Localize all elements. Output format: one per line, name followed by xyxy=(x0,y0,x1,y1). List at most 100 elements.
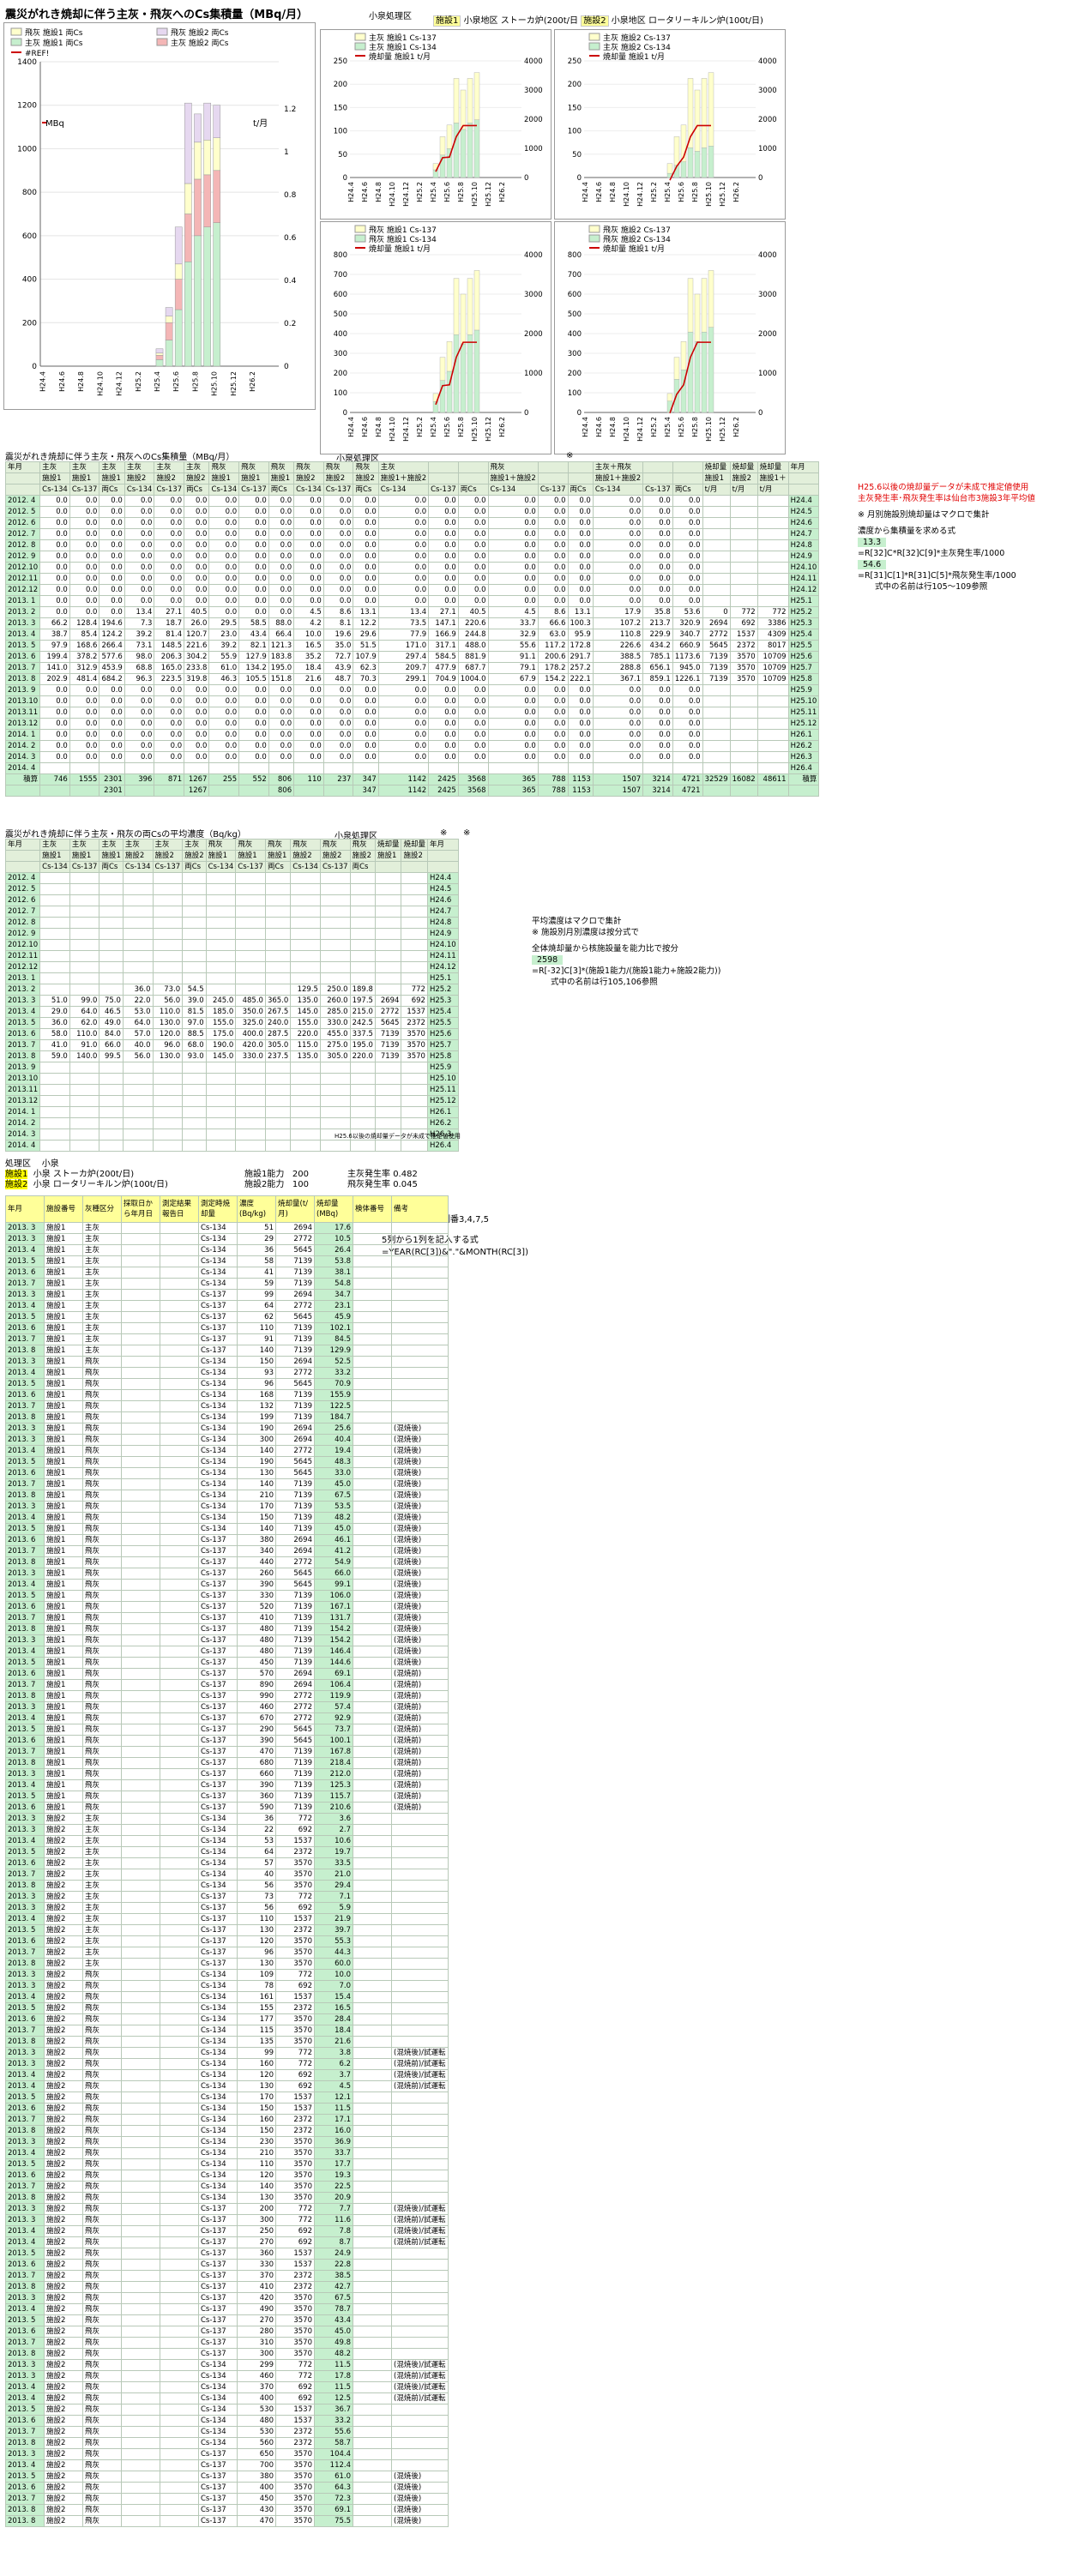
table-cell[interactable]: 0.0 xyxy=(184,584,210,596)
table-cell[interactable]: 0.0 xyxy=(487,684,539,696)
table-cell[interactable]: 0.0 xyxy=(208,495,240,507)
table-cell[interactable]: (混焼後) xyxy=(391,1590,449,1602)
table-cell[interactable] xyxy=(122,1062,154,1074)
header-cell[interactable]: Cs-137 xyxy=(537,484,569,496)
table-cell[interactable]: 155.0 xyxy=(290,1017,321,1029)
table-cell[interactable]: (混焼前) xyxy=(391,1701,449,1713)
table-cell[interactable]: 570 xyxy=(237,1668,276,1680)
table-cell[interactable]: 480 xyxy=(237,1623,276,1635)
table-cell[interactable] xyxy=(99,939,124,951)
table-cell[interactable] xyxy=(349,1106,376,1118)
table-cell[interactable]: 飛灰 xyxy=(82,1568,122,1580)
table-cell[interactable]: 0.0 xyxy=(537,707,569,719)
table-cell[interactable] xyxy=(121,1501,160,1513)
table-cell[interactable] xyxy=(39,1073,70,1085)
table-cell[interactable]: 104.4 xyxy=(314,2448,353,2460)
table-cell[interactable]: 130.0 xyxy=(152,1017,184,1029)
header-cell[interactable]: 焼却量 xyxy=(756,461,789,473)
header-cell[interactable]: 主灰 xyxy=(69,839,100,851)
table-cell[interactable]: Cs-137 xyxy=(198,1612,238,1624)
table-cell[interactable]: Cs-134 xyxy=(198,1991,238,2003)
table-cell[interactable] xyxy=(160,2471,199,2483)
table-cell[interactable] xyxy=(756,595,789,607)
table-cell[interactable]: 0.0 xyxy=(457,718,489,730)
table-cell[interactable] xyxy=(702,695,731,707)
table-cell[interactable]: 78 xyxy=(237,1980,276,1992)
table-cell[interactable]: 2372 xyxy=(275,2426,315,2438)
table-cell[interactable] xyxy=(121,1913,160,1925)
table-cell[interactable]: 施設2 xyxy=(44,2170,83,2182)
table-cell[interactable]: 飛灰 xyxy=(82,2259,122,2271)
table-cell[interactable]: 2013. 6 xyxy=(5,1668,45,1680)
total-cell[interactable]: 積算 xyxy=(787,773,820,785)
table-cell[interactable]: 飛灰 xyxy=(82,1590,122,1602)
table-cell[interactable]: (混焼後) xyxy=(391,1601,449,1613)
header-cell[interactable] xyxy=(642,461,673,473)
header-cell[interactable] xyxy=(642,472,673,485)
header-cell[interactable]: 施設1 xyxy=(69,850,100,862)
table-cell[interactable]: 16.5 xyxy=(314,2002,353,2014)
table-cell[interactable] xyxy=(264,894,292,906)
table-cell[interactable] xyxy=(264,939,292,951)
table-cell[interactable]: 380 xyxy=(237,2471,276,2483)
table-cell[interactable]: (混焼後) xyxy=(391,1490,449,1502)
table-cell[interactable]: 7139 xyxy=(374,1050,402,1062)
table-cell[interactable] xyxy=(391,1400,449,1412)
total-cell[interactable]: 1267 xyxy=(184,773,210,785)
table-cell[interactable]: 2013. 4 xyxy=(5,1913,45,1925)
table-cell[interactable]: 7139 xyxy=(275,1634,315,1646)
table-cell[interactable] xyxy=(391,1367,449,1379)
table-cell[interactable]: 145.0 xyxy=(290,1006,321,1018)
table-cell[interactable]: 飛灰 xyxy=(82,2203,122,2215)
table-cell[interactable]: 0.0 xyxy=(208,506,240,518)
table-cell[interactable]: 施設2 xyxy=(44,2248,83,2260)
table-cell[interactable]: 2014. 4 xyxy=(4,1140,41,1152)
table-cell[interactable]: 0.0 xyxy=(672,740,703,752)
table-cell[interactable]: 0.0 xyxy=(293,740,324,752)
header-cell[interactable]: 施設2 xyxy=(322,472,354,485)
table-cell[interactable] xyxy=(290,961,321,973)
table-cell[interactable]: 12.5 xyxy=(314,2392,353,2404)
table-cell[interactable]: 38.1 xyxy=(314,1267,353,1279)
table-cell[interactable]: 45.0 xyxy=(314,1523,353,1535)
table-cell[interactable]: 91.1 xyxy=(487,651,539,663)
table-cell[interactable]: 2012.10 xyxy=(4,939,41,951)
table-cell[interactable]: 119.9 xyxy=(314,1690,353,1702)
table-cell[interactable]: 3570 xyxy=(275,2314,315,2326)
table-cell[interactable]: 27.1 xyxy=(428,606,459,618)
table-cell[interactable] xyxy=(235,972,266,984)
table-cell[interactable]: 150 xyxy=(237,2125,276,2137)
table-cell[interactable]: H24.5 xyxy=(426,883,459,895)
table-cell[interactable]: 692 xyxy=(275,2225,315,2237)
table-cell[interactable] xyxy=(121,2091,160,2104)
table-cell[interactable]: H25.3 xyxy=(426,995,459,1007)
table-cell[interactable] xyxy=(205,984,237,996)
table-cell[interactable]: 0.0 xyxy=(154,517,185,529)
table-cell[interactable]: 7139 xyxy=(374,1039,402,1051)
header-cell[interactable]: 飛灰 xyxy=(268,461,295,473)
table-cell[interactable]: 0.0 xyxy=(642,573,673,585)
total-cell[interactable] xyxy=(208,785,240,797)
table-cell[interactable]: 0.0 xyxy=(124,573,155,585)
table-cell[interactable]: Cs-134 xyxy=(198,1222,238,1234)
table-cell[interactable]: (混焼後)/試運転 xyxy=(391,2203,449,2215)
table-cell[interactable]: 2013. 8 xyxy=(5,1690,45,1702)
table-cell[interactable] xyxy=(121,2314,160,2326)
table-cell[interactable]: 施設1 xyxy=(44,1289,83,1301)
table-cell[interactable]: 2013. 7 xyxy=(5,1478,45,1490)
table-cell[interactable]: 飛灰 xyxy=(82,1735,122,1747)
table-cell[interactable]: 0.0 xyxy=(69,718,100,730)
table-cell[interactable]: 190 xyxy=(237,1423,276,1435)
table-cell[interactable] xyxy=(99,961,124,973)
table-cell[interactable]: Cs-134 xyxy=(198,2125,238,2137)
table-cell[interactable]: 0.0 xyxy=(99,506,125,518)
header-cell[interactable]: 施設2 xyxy=(401,850,428,862)
table-cell[interactable]: 2772 xyxy=(275,1445,315,1457)
table-cell[interactable]: 2013. 3 xyxy=(5,1980,45,1992)
table-cell[interactable]: 15.4 xyxy=(314,1991,353,2003)
table-cell[interactable]: 飛灰 xyxy=(82,1623,122,1635)
table-cell[interactable]: 2013. 7 xyxy=(5,2181,45,2193)
table-cell[interactable] xyxy=(235,984,266,996)
table-cell[interactable]: 64 xyxy=(237,1300,276,1312)
table-cell[interactable]: 0.0 xyxy=(592,562,644,574)
